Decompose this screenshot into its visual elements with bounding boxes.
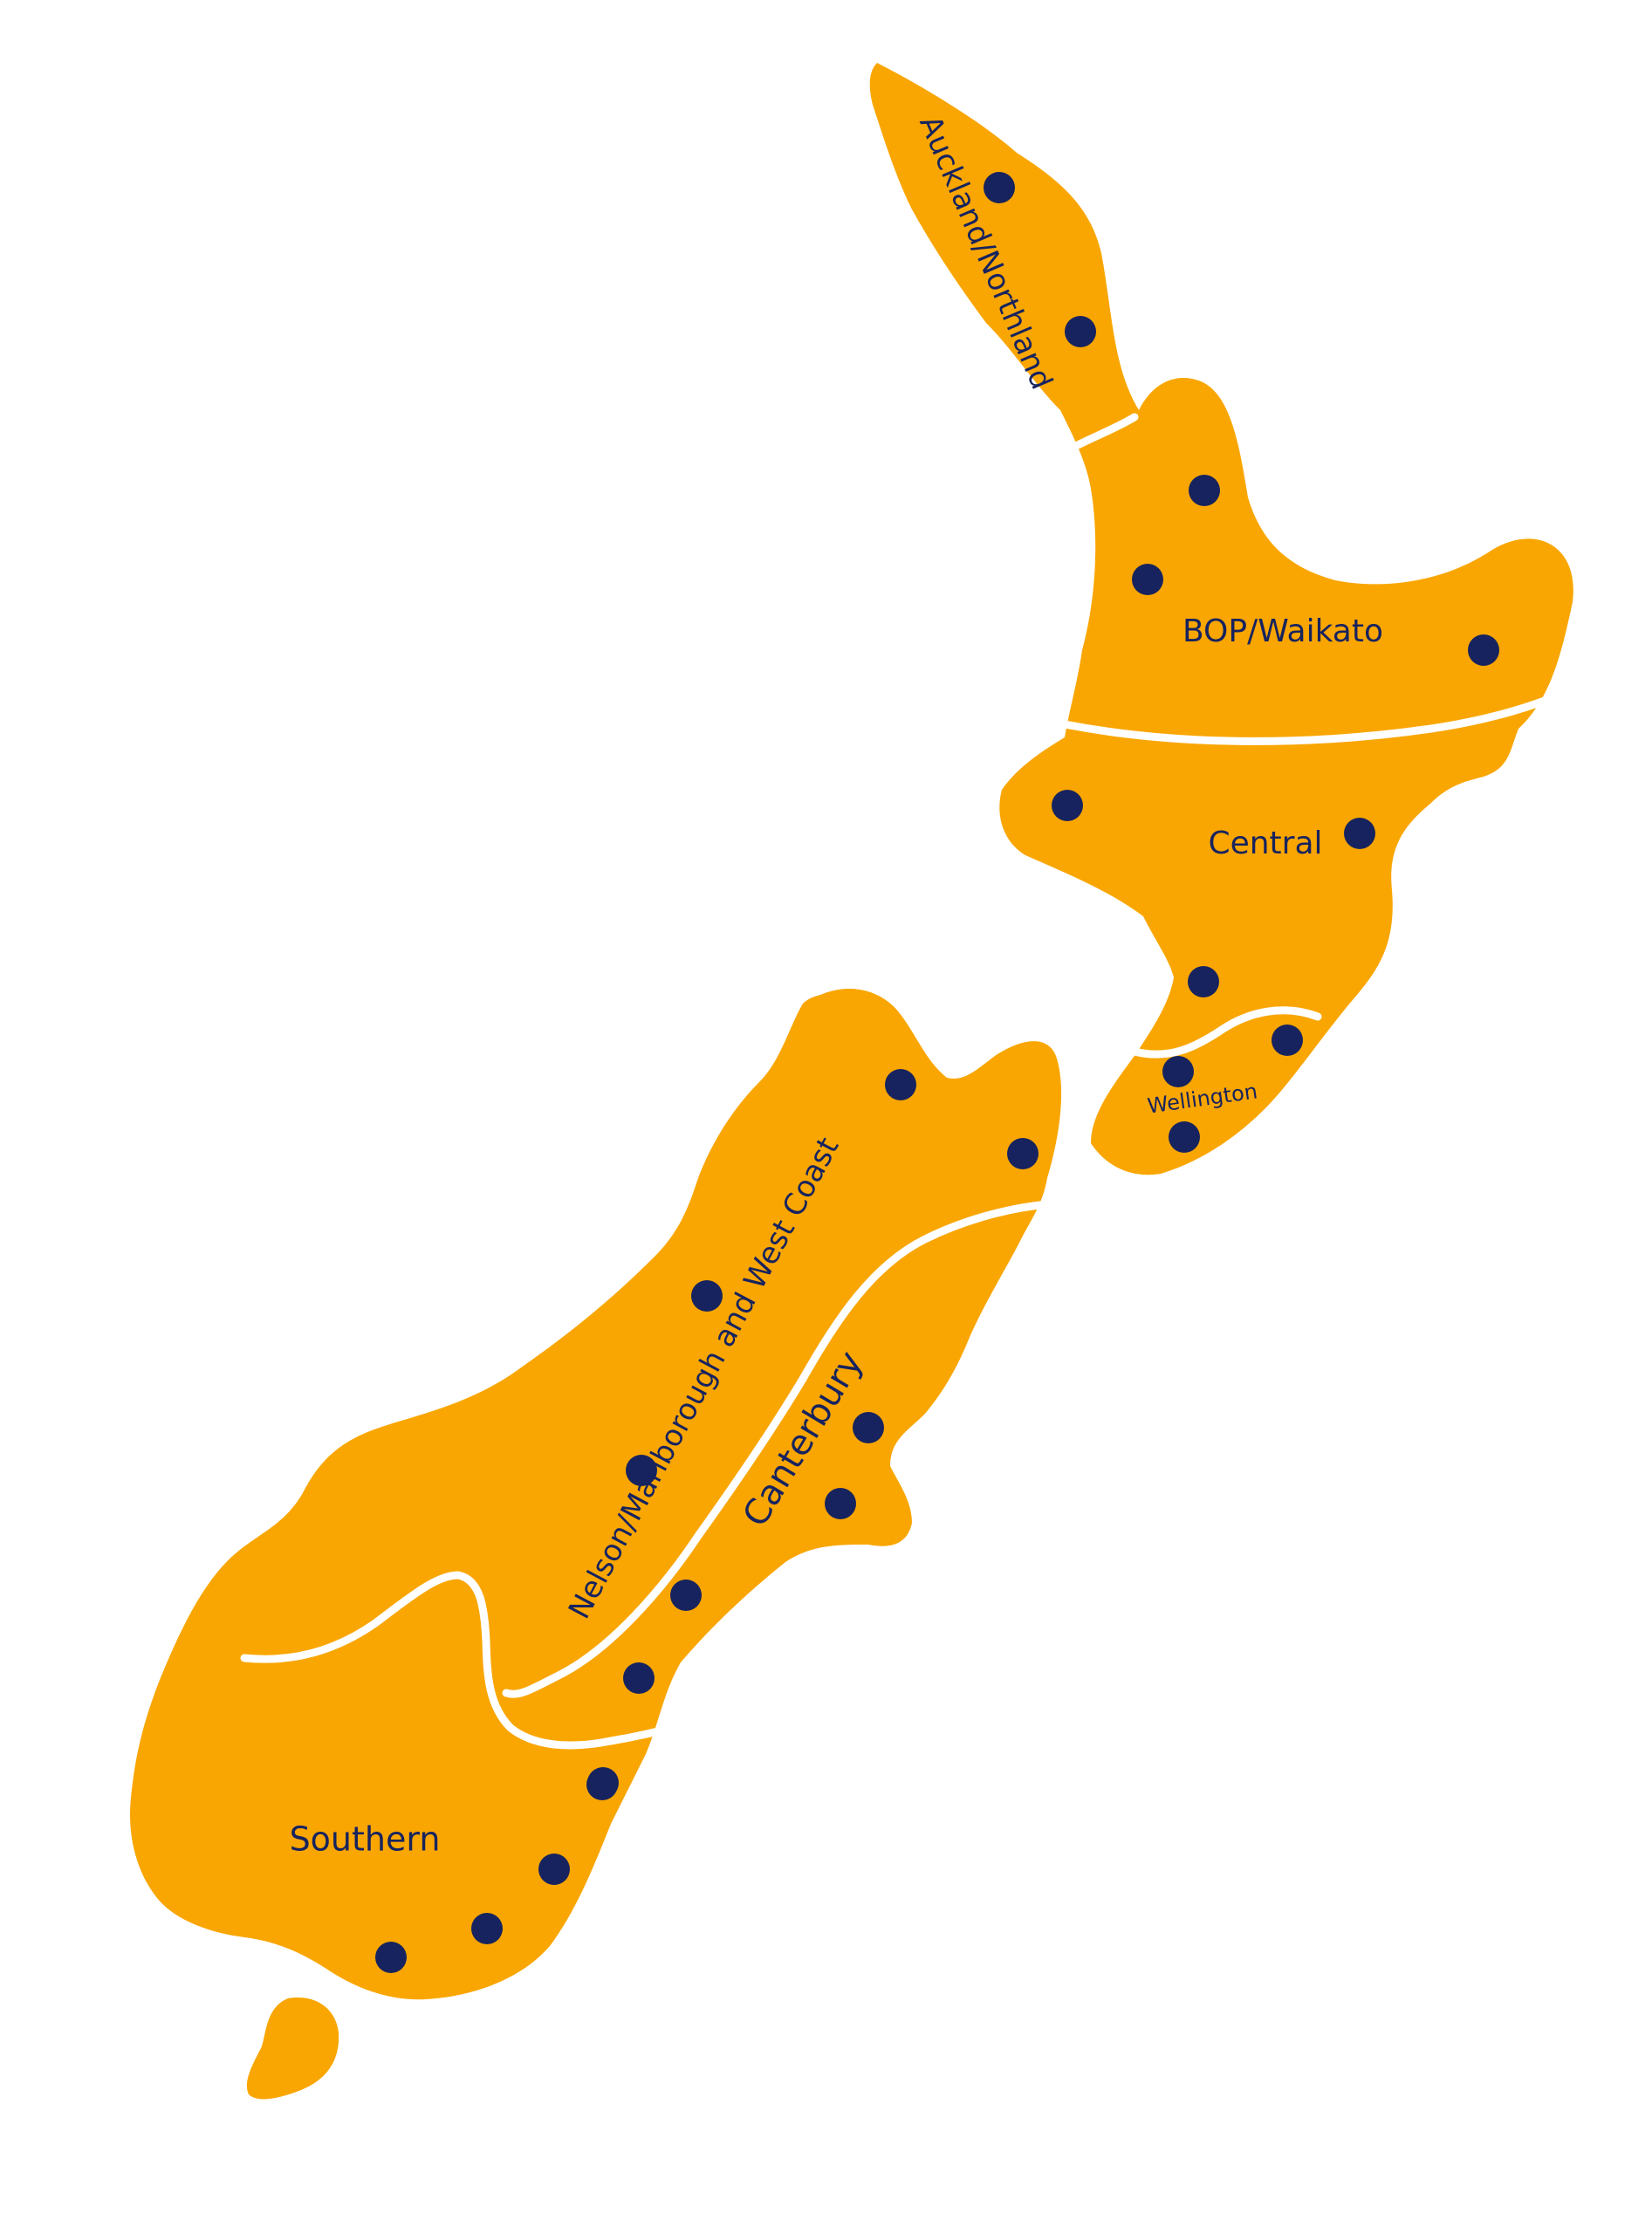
location-dot-central-3 [1188, 966, 1219, 997]
location-dot-wellington-2 [1272, 1024, 1303, 1056]
location-dot-central-2 [1344, 818, 1375, 849]
location-dot-canterbury-3 [670, 1580, 702, 1611]
divider-auckland-bop [1073, 413, 1139, 449]
location-dot-southern-4 [375, 1942, 407, 1973]
location-dot-wellington-3 [1169, 1121, 1200, 1153]
location-dot-auckland-northland-1 [984, 172, 1015, 203]
location-dot-bop-waikato-1 [1189, 475, 1220, 506]
divider-bop-central [1060, 689, 1566, 745]
location-dot-auckland-northland-2 [1065, 316, 1096, 347]
location-dot-central-1 [1052, 790, 1083, 821]
divider-nelson-southern [240, 1571, 676, 1750]
location-dot-nelson-marlborough-west-coast-1 [885, 1069, 916, 1100]
location-dot-nelson-marlborough-west-coast-2 [1007, 1138, 1038, 1169]
location-dot-bop-waikato-3 [1468, 634, 1499, 666]
region-label-southern: Southern [290, 1820, 441, 1859]
region-label-bop-waikato: BOP/Waikato [1182, 613, 1383, 649]
divider-nelson-canterbury [502, 1200, 1052, 1698]
location-dot-wellington-1 [1162, 1056, 1194, 1087]
location-dot-southern-6 [626, 1455, 657, 1486]
location-dot-canterbury-4 [623, 1662, 655, 1694]
location-dot-bop-waikato-2 [1132, 564, 1163, 595]
divider-central-wellington [1130, 1006, 1322, 1059]
location-dot-nelson-marlborough-west-coast-3 [691, 1280, 723, 1312]
location-dot-southern-2 [538, 1854, 570, 1885]
south-island-landmass [130, 988, 1062, 2000]
location-dot-southern-3 [471, 1913, 503, 1944]
location-dot-southern-5 [586, 1769, 618, 1800]
region-label-central: Central [1208, 826, 1322, 861]
north-island-landmass [869, 63, 1573, 1175]
stewart-island-landmass [246, 1998, 339, 2100]
location-dot-canterbury-1 [853, 1412, 884, 1443]
location-dot-canterbury-2 [825, 1488, 856, 1519]
